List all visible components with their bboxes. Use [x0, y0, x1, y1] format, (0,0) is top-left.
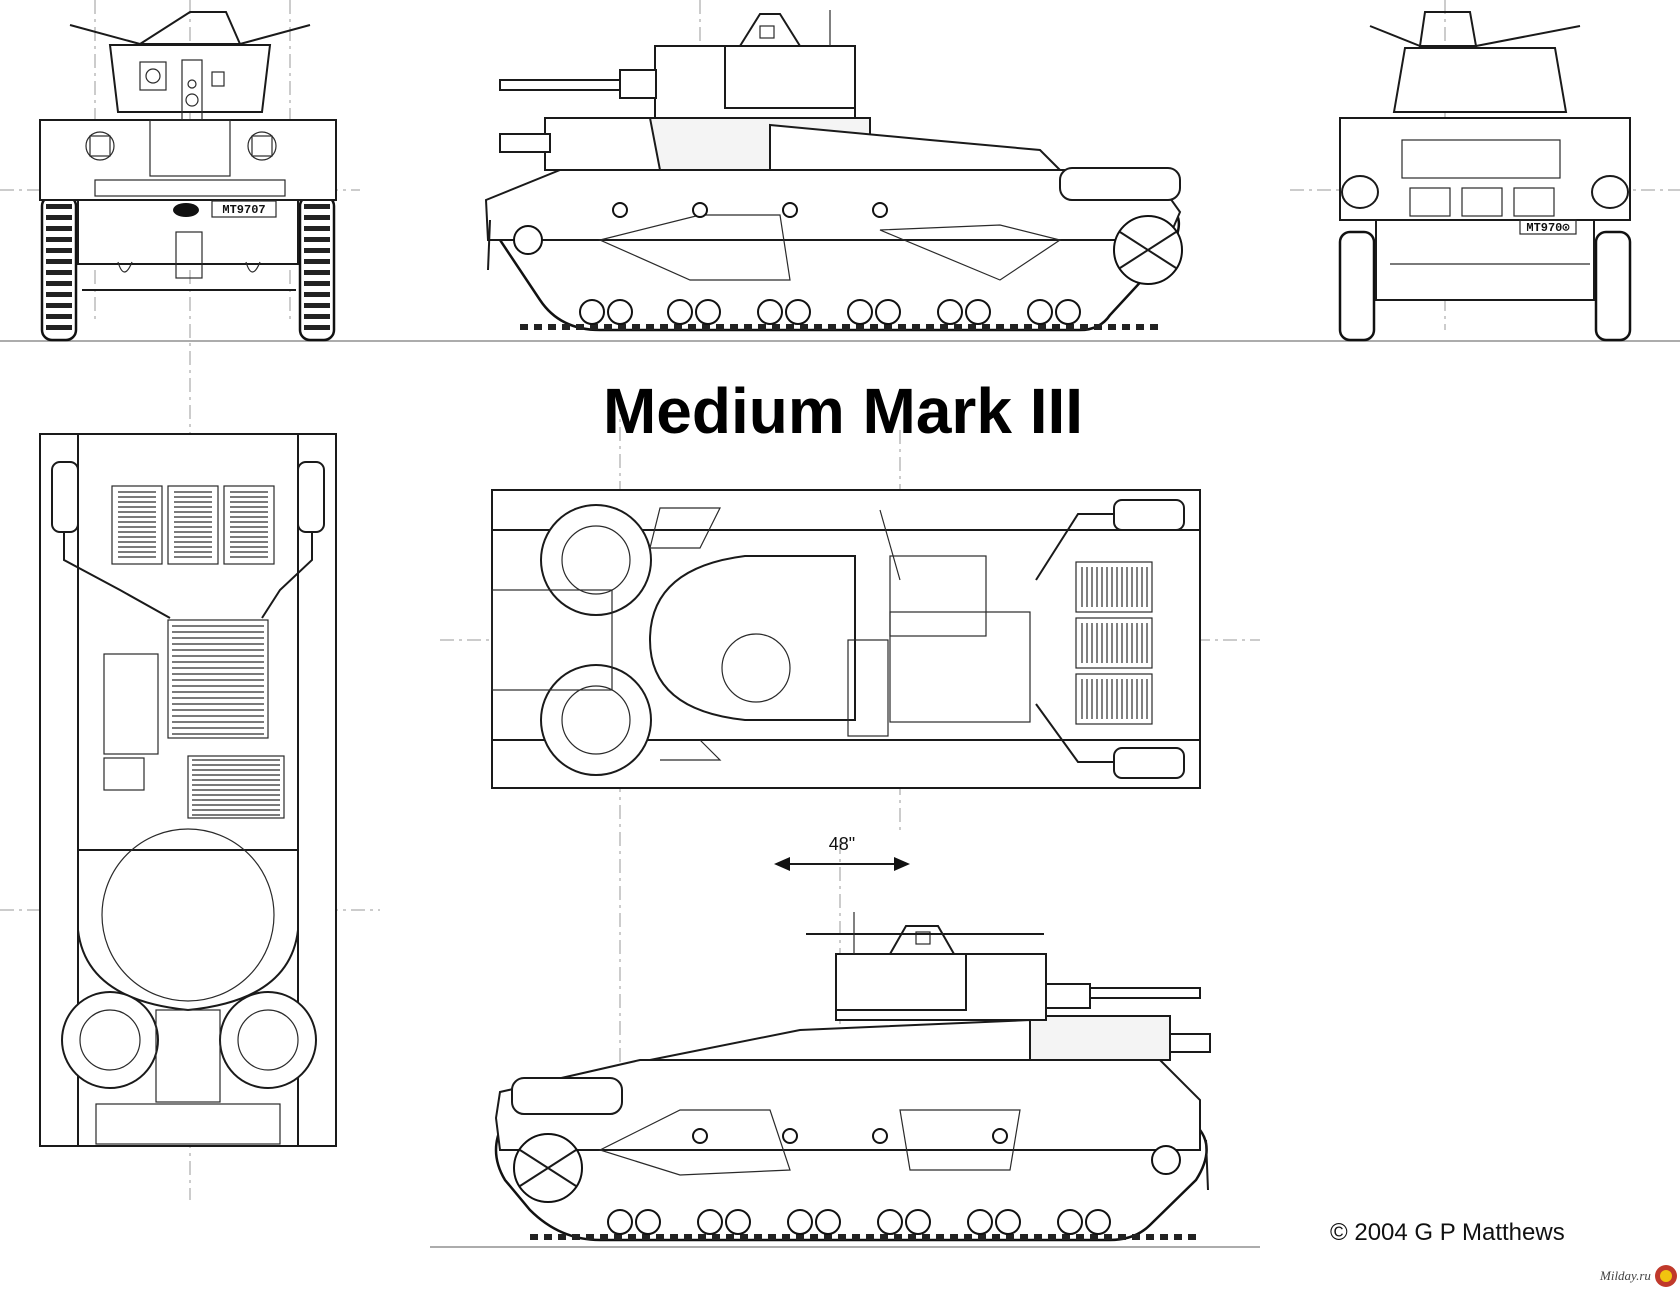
- side-view-top: [484, 10, 1183, 332]
- rear-view: MT970⊙: [1338, 11, 1632, 342]
- copyright-text: © 2004 G P Matthews: [1330, 1219, 1565, 1246]
- plan-view-horizontal: [491, 489, 1201, 789]
- diagram-title: Medium Mark III: [603, 375, 1083, 447]
- front-number-plate: MT9707: [222, 203, 265, 217]
- front-view: MT9707: [39, 11, 337, 342]
- side-view-bottom: [494, 912, 1211, 1242]
- ground-lines: [0, 340, 1680, 1248]
- watermark-text: Milday.ru: [1599, 1268, 1651, 1283]
- watermark-logo: [1655, 1265, 1677, 1287]
- plan-view-vertical: [39, 433, 337, 1147]
- dimension-48-inch: 48": [774, 834, 910, 871]
- dimension-label: 48": [829, 834, 855, 854]
- rear-number-plate: MT970⊙: [1526, 221, 1570, 235]
